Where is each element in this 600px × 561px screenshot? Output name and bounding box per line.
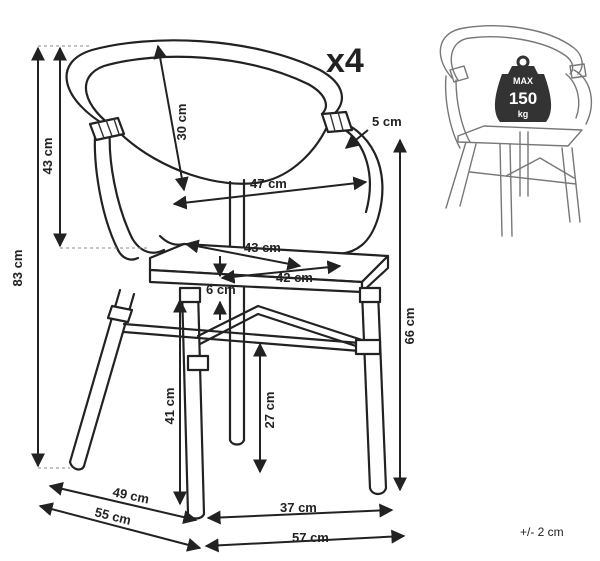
label-seat-thickness: 6 cm — [206, 282, 236, 297]
quantity-label: x4 — [326, 42, 364, 80]
label-seat-width-back: 43 cm — [244, 240, 281, 255]
weight-unit-label: kg — [518, 109, 529, 119]
label-seat-height: 41 cm — [162, 388, 177, 425]
weight-value-label: 150 — [509, 89, 537, 108]
weight-max-label: MAX — [513, 76, 533, 86]
label-stretcher-height: 27 cm — [262, 392, 277, 429]
label-armrest-thickness: 5 cm — [372, 114, 402, 129]
label-seat-width-front: 42 cm — [276, 270, 313, 285]
tolerance-label: +/- 2 cm — [520, 525, 564, 539]
label-armrest-height: 66 cm — [402, 308, 417, 345]
label-back-height: 43 cm — [40, 138, 55, 175]
label-seat-depth: 49 cm — [111, 484, 150, 506]
label-leg-width: 37 cm — [280, 500, 317, 515]
dimension-lines — [31, 44, 407, 553]
max-weight-badge: MAX 150 kg — [494, 55, 552, 122]
chair-illustration — [65, 39, 390, 520]
weight-handle-icon — [516, 55, 530, 69]
label-back-width: 47 cm — [250, 176, 287, 191]
dimension-labels: 83 cm 43 cm 30 cm 5 cm 47 cm 43 cm 42 cm… — [10, 104, 417, 545]
label-total-width: 57 cm — [292, 530, 329, 545]
label-back-inner-height: 30 cm — [174, 104, 189, 141]
weight-icon — [494, 66, 552, 122]
mini-chair-illustration — [439, 25, 593, 237]
label-total-height: 83 cm — [10, 250, 25, 287]
